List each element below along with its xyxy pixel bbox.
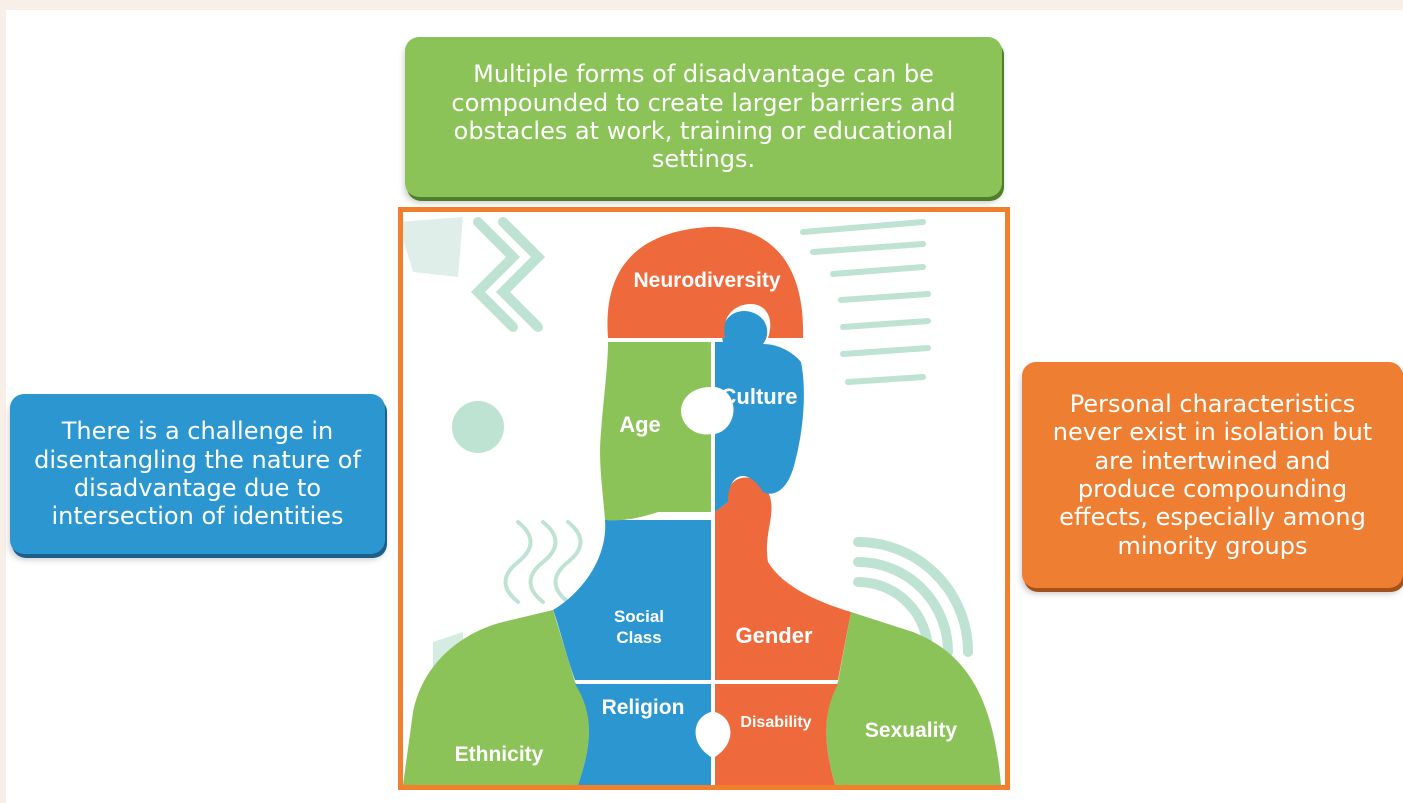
culture-label: Culture (721, 384, 798, 409)
callout-line: disentangling the nature of (34, 445, 361, 474)
religion-label: Religion (602, 696, 685, 719)
callout-line: minority groups (1117, 531, 1308, 560)
callout-line: never exist in isolation but (1052, 418, 1373, 447)
identity-puzzle-figure: Neurodiversity Age Culture Social Class … (398, 207, 1010, 790)
gender-label: Gender (735, 623, 812, 648)
ethnicity-label: Ethnicity (455, 743, 544, 766)
sexuality-label: Sexuality (865, 719, 958, 742)
personal-characteristics-callout: Personal characteristics never exist in … (1022, 362, 1403, 588)
decor-block (403, 217, 463, 277)
callout-line: Multiple forms of disadvantage can be (473, 60, 934, 89)
decor-circle (452, 401, 504, 453)
age-piece (600, 342, 711, 521)
callout-line: effects, especially among (1059, 503, 1366, 532)
disability-label: Disability (740, 714, 811, 731)
puzzle-head-illustration: Neurodiversity Age Culture Social Class … (403, 217, 1001, 785)
neurodiversity-piece (607, 226, 804, 338)
callout-line: obstacles at work, training or education… (453, 117, 954, 145)
religion-piece (575, 684, 711, 785)
callout-line: compounded to create larger barriers and (451, 88, 956, 117)
culture-piece (715, 311, 804, 512)
sexuality-piece (826, 612, 1001, 785)
neurodiversity-label: Neurodiversity (633, 269, 780, 292)
social-class-piece (553, 520, 711, 680)
social-class-label: Class (616, 628, 661, 647)
decor-zigzag (470, 217, 521, 332)
decor-zigzag (495, 217, 546, 332)
callout-line: are intertwined and (1094, 446, 1331, 475)
callout-line: settings. (651, 145, 756, 174)
callout-line: intersection of identities (51, 502, 344, 531)
callout-line: produce compounding (1077, 475, 1348, 503)
callout-line: disadvantage due to (73, 474, 322, 502)
social-class-label: Social (614, 607, 664, 626)
compounded-disadvantage-callout: Multiple forms of disadvantage can be co… (405, 37, 1002, 197)
callout-line: Personal characteristics (1069, 390, 1356, 419)
intersection-challenge-callout: There is a challenge in disentangling th… (10, 394, 385, 554)
age-label: Age (619, 412, 661, 437)
background-decorations (403, 217, 973, 682)
ethnicity-piece (403, 610, 589, 785)
callout-line: There is a challenge in (61, 417, 334, 446)
disability-piece (715, 684, 838, 785)
gender-piece (715, 477, 851, 680)
